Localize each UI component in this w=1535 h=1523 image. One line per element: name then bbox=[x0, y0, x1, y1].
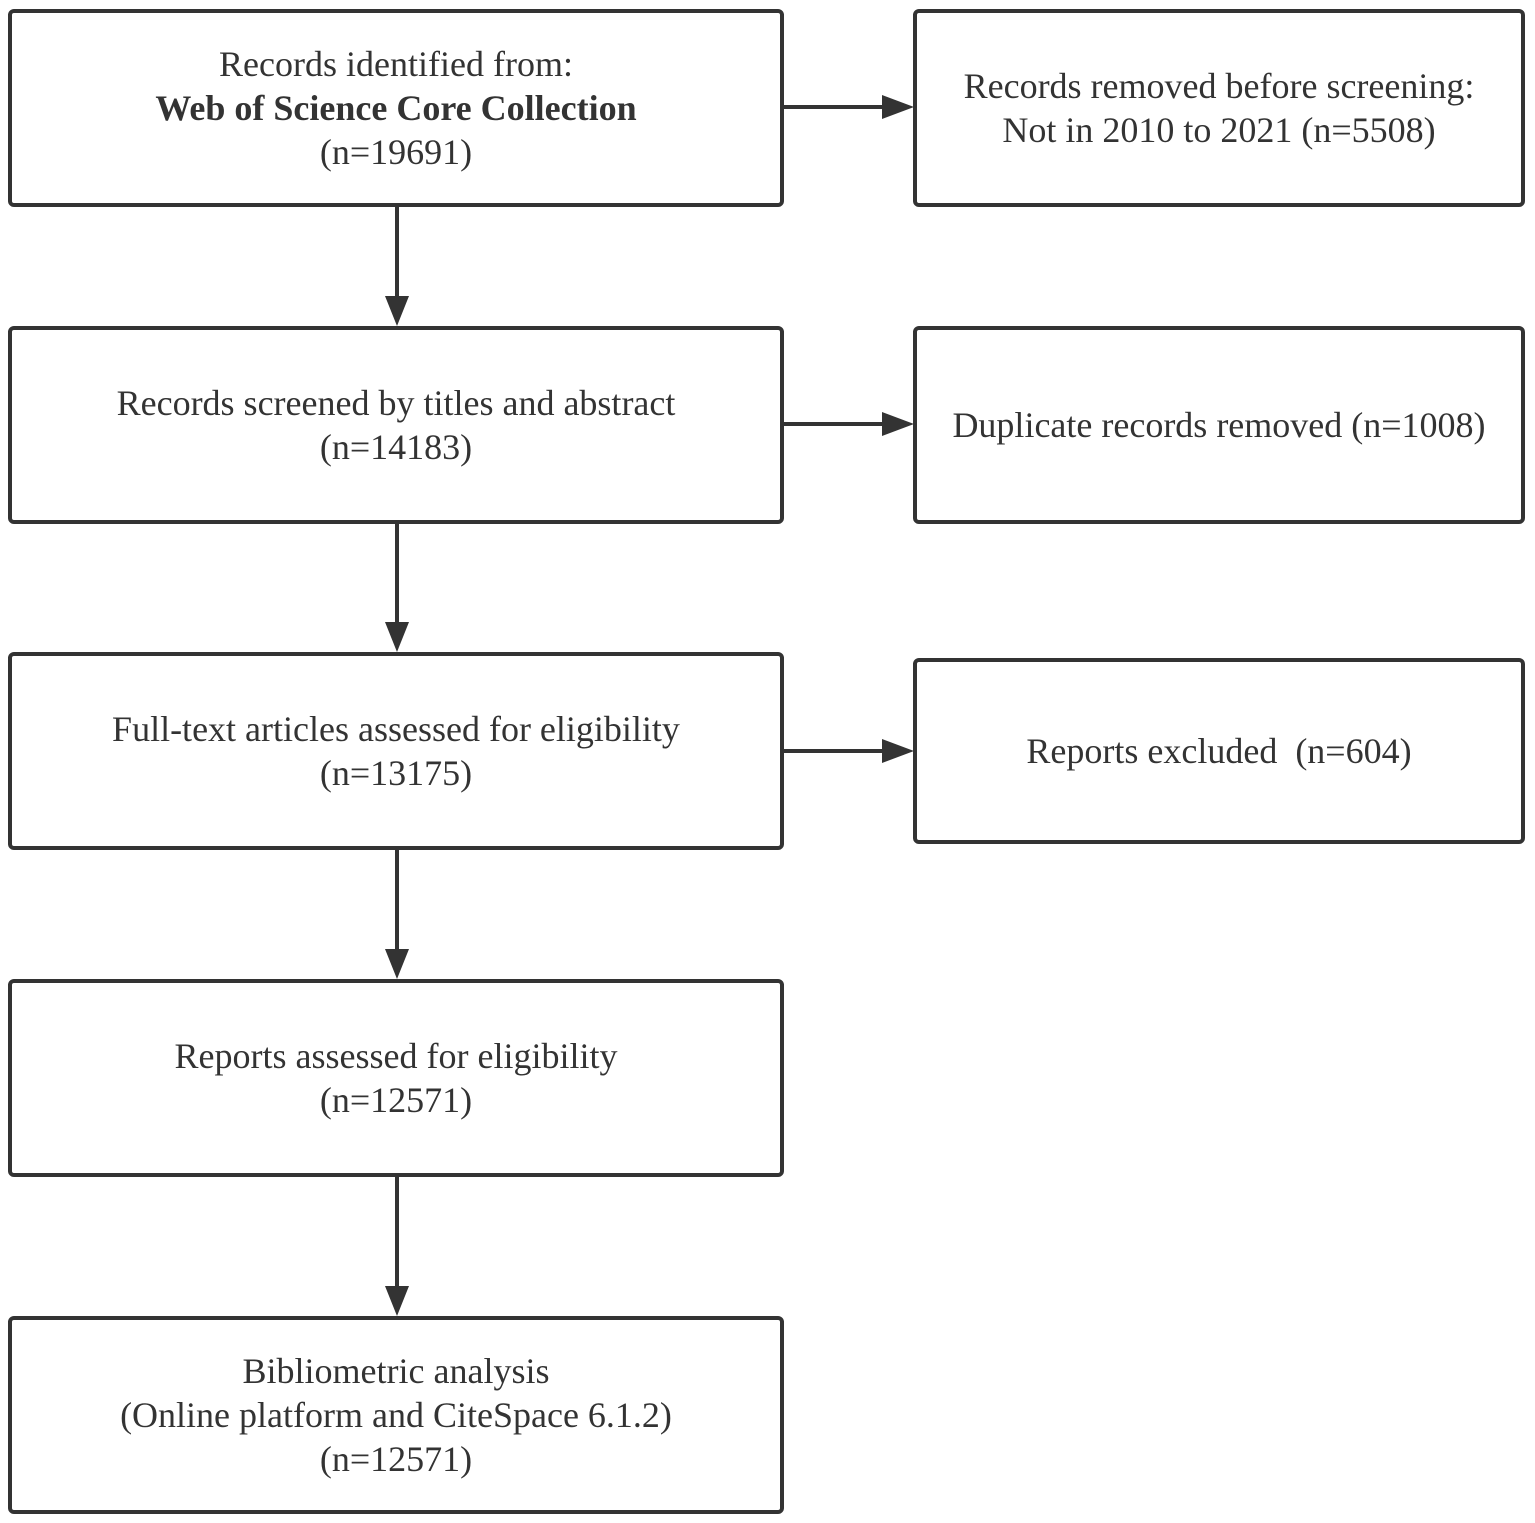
node-bibliometric-count: (n=12571) bbox=[319, 1439, 473, 1479]
node-records-screened-line1: Records screened by titles and abstract bbox=[116, 383, 676, 423]
node-duplicate-records-removed: Duplicate records removed (n=1008) bbox=[913, 326, 1525, 524]
node-records-removed-before-screening: Records removed before screening: Not in… bbox=[913, 9, 1525, 207]
arrowhead-screened-to-fulltext bbox=[385, 622, 409, 652]
node-reports-excluded-line1: Reports excluded (n=604) bbox=[1026, 731, 1412, 771]
arrowhead-reports-assessed-to-bibliometric bbox=[385, 1286, 409, 1316]
node-fulltext-assessed: Full-text articles assessed for eligibil… bbox=[8, 652, 784, 850]
node-reports-assessed-line1: Reports assessed for eligibility bbox=[174, 1036, 618, 1076]
node-reports-excluded: Reports excluded (n=604) bbox=[913, 658, 1525, 844]
arrowhead-fulltext-to-excluded bbox=[882, 739, 914, 763]
node-fulltext-assessed-count: (n=13175) bbox=[319, 753, 473, 793]
node-records-removed-line2: Not in 2010 to 2021 (n=5508) bbox=[1002, 110, 1436, 150]
node-bibliometric-analysis: Bibliometric analysis (Online platform a… bbox=[8, 1316, 784, 1514]
node-records-removed-line1: Records removed before screening: bbox=[963, 66, 1475, 106]
node-bibliometric-line2: (Online platform and CiteSpace 6.1.2) bbox=[120, 1395, 672, 1435]
node-bibliometric-line1: Bibliometric analysis bbox=[242, 1351, 550, 1391]
arrowhead-identified-to-screened bbox=[385, 296, 409, 326]
node-records-identified-source: Web of Science Core Collection bbox=[155, 88, 637, 128]
node-records-identified-line1: Records identified from: bbox=[219, 44, 573, 84]
node-duplicate-records-line1: Duplicate records removed (n=1008) bbox=[952, 405, 1486, 445]
node-reports-assessed: Reports assessed for eligibility (n=1257… bbox=[8, 979, 784, 1177]
arrowhead-screened-to-duplicates bbox=[882, 412, 914, 436]
node-records-identified: Records identified from: Web of Science … bbox=[8, 9, 784, 207]
arrowhead-identified-to-removed bbox=[882, 95, 914, 119]
arrowhead-fulltext-to-reports-assessed bbox=[385, 949, 409, 979]
node-records-screened-count: (n=14183) bbox=[319, 427, 473, 467]
node-reports-assessed-count: (n=12571) bbox=[319, 1080, 473, 1120]
node-records-identified-count: (n=19691) bbox=[319, 132, 473, 172]
node-records-screened: Records screened by titles and abstract … bbox=[8, 326, 784, 524]
node-fulltext-assessed-line1: Full-text articles assessed for eligibil… bbox=[112, 709, 680, 749]
